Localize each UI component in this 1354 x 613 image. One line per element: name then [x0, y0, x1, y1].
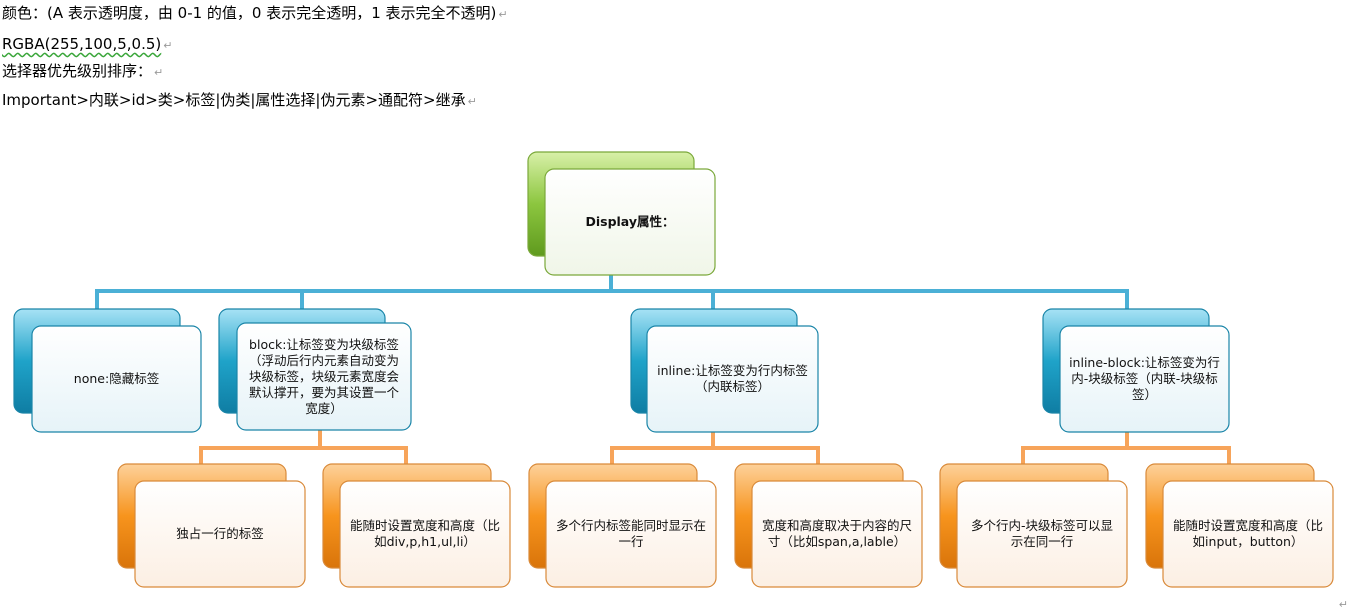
- level2-node-3: [528, 463, 717, 588]
- level2-node-6-front-shape: [1162, 480, 1334, 588]
- root-node-label: Display属性：: [585, 214, 675, 229]
- level1-node-2-front-shape: [236, 322, 412, 431]
- color-description-line: 颜色：(A 表示透明度，由 0-1 的值，0 表示完全透明，1 表示完全不透明)…: [2, 3, 508, 25]
- paragraph-mark: ↵: [163, 39, 173, 52]
- level2-node-5-front-shape: [956, 480, 1128, 588]
- rgba-example-line: RGBA(255,100,5,0.5)↵: [2, 34, 172, 56]
- level1-node-3-front-shape: [646, 325, 819, 433]
- level2-node-2-label: 能随时设置宽度和高度（比如div,p,h1,ul,li）: [349, 518, 500, 549]
- level2-node-4-front-shape: [751, 480, 923, 588]
- level1-node-4-front-shape: [1059, 325, 1230, 433]
- level1-node-4: [1042, 308, 1230, 433]
- selector-priority-order: Important>内联>id>类>标签|伪类|属性选择|伪元素>通配符>继承: [2, 91, 466, 109]
- level1-node-1-label: none:隐藏标签: [73, 371, 160, 386]
- level2-node-2-front-shape: [339, 480, 511, 588]
- diagram-boxes: [13, 151, 1334, 588]
- selector-priority-heading: 选择器优先级别排序：: [2, 62, 153, 80]
- paragraph-mark: ↵: [467, 95, 477, 108]
- level2-node-5-label: 多个行内-块级标签可以显示在同一行: [970, 518, 1113, 549]
- level2-node-4: [734, 463, 923, 588]
- paragraph-mark: ↵: [1338, 598, 1348, 611]
- level2-node-1: [117, 463, 306, 588]
- level2-node-1-label: 独占一行的标签: [176, 526, 264, 541]
- level1-node-3-label: inline:让标签变为行内标签（内联标签）: [657, 363, 808, 394]
- paragraph-mark: ↵: [498, 8, 508, 21]
- level1-node-3: [630, 308, 819, 433]
- level1-node-1-front-shape: [31, 325, 202, 433]
- level2-node-4-label: 宽度和高度取决于内容的尺寸（比如span,a,lable）: [761, 518, 912, 549]
- level2-node-3-front-shape: [545, 480, 717, 588]
- level2-node-6-label: 能随时设置宽度和高度（比如input，button）: [1172, 518, 1323, 549]
- connector-lines: [95, 274, 1231, 466]
- root-node: [527, 151, 716, 276]
- level1-node-1: [13, 308, 202, 433]
- level2-node-6: [1145, 463, 1334, 588]
- level1-node-2: [218, 308, 412, 431]
- paragraph-mark: ↵: [154, 66, 164, 79]
- color-description-text: 颜色：(A 表示透明度，由 0-1 的值，0 表示完全透明，1 表示完全不透明): [2, 4, 497, 22]
- selector-priority-heading-line: 选择器优先级别排序：↵: [2, 61, 163, 83]
- level2-node-1-front-shape: [134, 480, 306, 588]
- level1-node-4-label: inline-block:让标签变为行内-块级标签（内联-块级标签）: [1069, 355, 1220, 402]
- rgba-example-text: RGBA(255,100,5,0.5): [2, 35, 162, 53]
- selector-priority-order-line: Important>内联>id>类>标签|伪类|属性选择|伪元素>通配符>继承↵: [2, 90, 477, 112]
- level2-node-5: [939, 463, 1128, 588]
- root-node-front-shape: [544, 168, 716, 276]
- level2-node-2: [322, 463, 511, 588]
- level1-node-2-label: block:让标签变为块级标签（浮动后行内元素自动变为块级标签，块级元素宽度会默…: [248, 336, 399, 416]
- level2-node-3-label: 多个行内标签能同时显示在一行: [555, 518, 706, 549]
